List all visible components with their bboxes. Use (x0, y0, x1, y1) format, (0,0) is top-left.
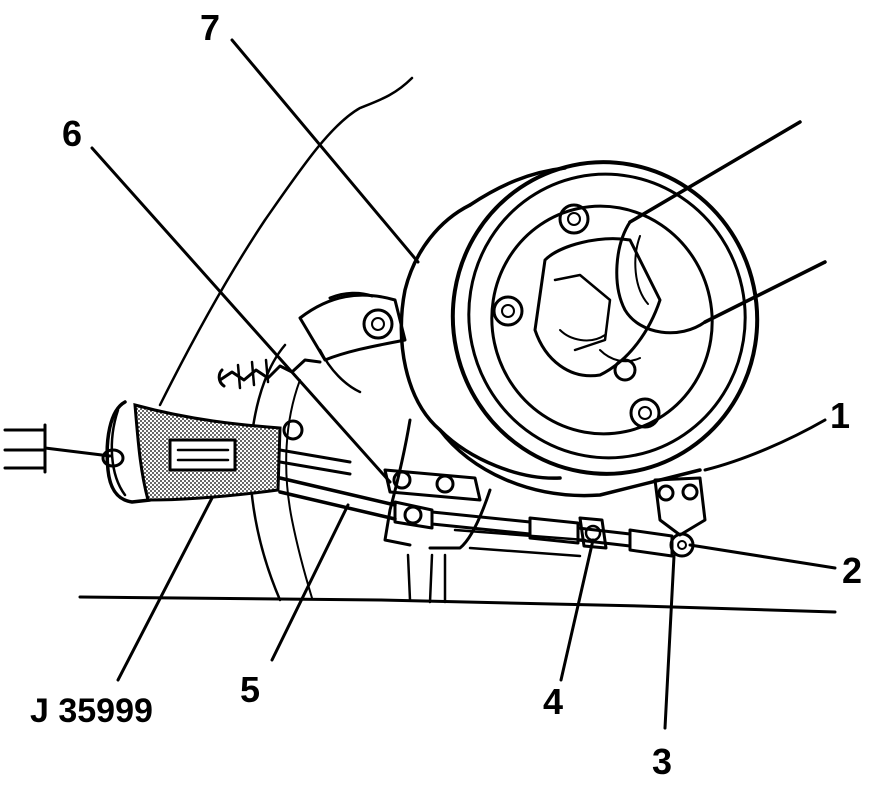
leader-line-7 (230, 38, 420, 264)
tool-label: J 35999 (30, 692, 153, 730)
suspension-arm (298, 291, 407, 394)
leader-line-1 (703, 418, 827, 472)
leader-line-tool (116, 496, 214, 682)
cable-bracket (383, 468, 707, 537)
callout-3: 3 (652, 741, 672, 782)
leader-line-4 (559, 538, 595, 682)
brake-drum (399, 160, 760, 498)
leader-line-5 (270, 503, 350, 662)
leader-line-2 (688, 543, 837, 570)
parking-brake-cable (278, 476, 632, 548)
cable-equalizer-end (628, 528, 695, 558)
callout-2: 2 (842, 550, 862, 591)
callout-4: 4 (543, 681, 563, 722)
cable-release-tool (3, 400, 352, 504)
wheel-hub-flange (533, 237, 662, 378)
axle-shaft (615, 120, 827, 335)
leader-line-3 (663, 554, 676, 730)
leader-lines (90, 38, 837, 730)
callout-6: 6 (62, 113, 82, 154)
callout-5: 5 (240, 669, 260, 710)
callout-1: 1 (830, 395, 850, 436)
leader-line-6 (90, 146, 392, 484)
wheel-stud-bolts (492, 203, 661, 429)
ground-line (78, 595, 837, 614)
brake-hose (217, 358, 322, 390)
callout-7: 7 (200, 7, 220, 48)
